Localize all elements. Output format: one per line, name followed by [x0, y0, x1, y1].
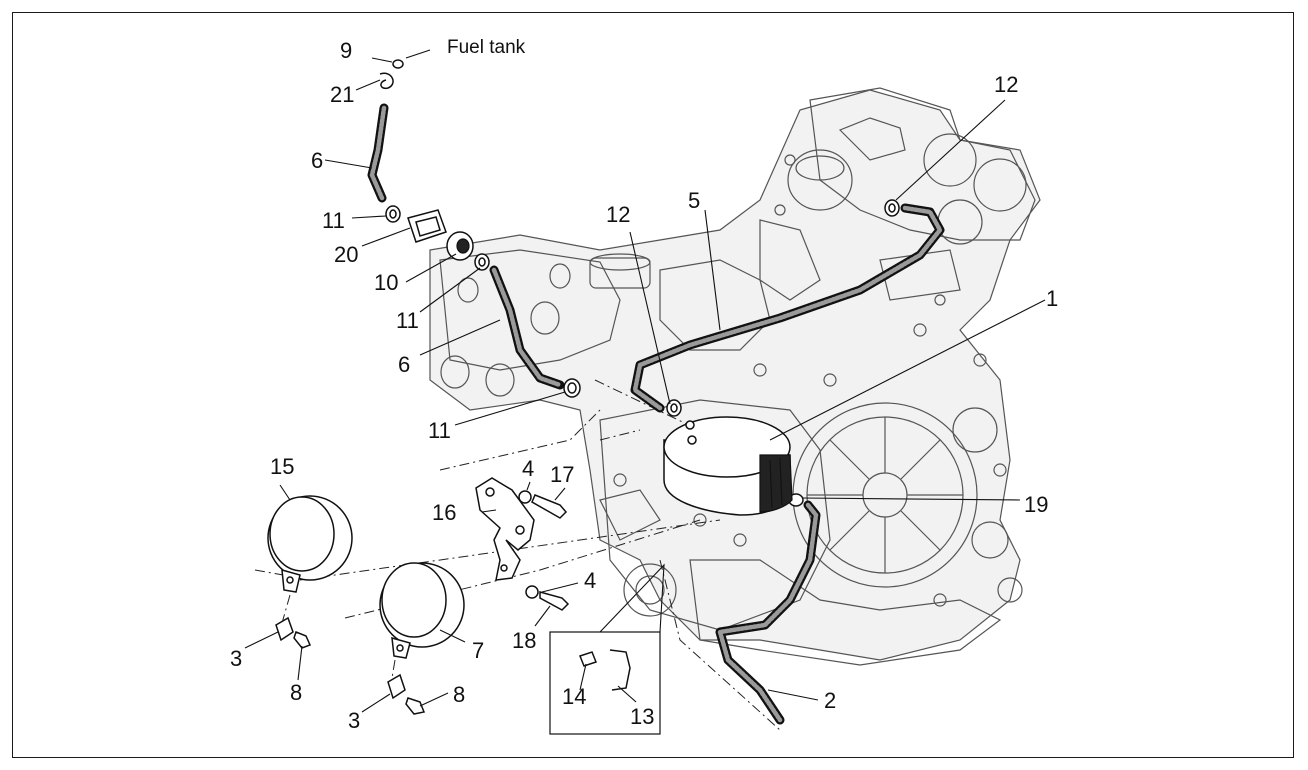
callout-9: 9 — [340, 38, 353, 63]
callout-4: 4 — [522, 456, 535, 481]
callout-5: 5 — [688, 188, 701, 213]
callout-12: 12 — [994, 72, 1019, 97]
fuel-tank-label: Fuel tank — [447, 37, 526, 58]
callout-2: 2 — [824, 688, 837, 713]
callout-8: 8 — [453, 682, 466, 707]
callout-1: 1 — [1046, 286, 1059, 311]
callout-17: 17 — [550, 462, 575, 487]
callout-21: 21 — [330, 82, 355, 107]
callout-6: 6 — [398, 352, 411, 377]
callout-3: 3 — [230, 646, 243, 671]
callout-19: 19 — [1024, 492, 1049, 517]
detail-inset — [549, 563, 665, 735]
leader-lines — [244, 49, 1046, 713]
callout-14: 14 — [562, 684, 587, 709]
callout-11: 11 — [428, 418, 451, 443]
components — [267, 59, 900, 715]
engine-block — [429, 87, 1041, 666]
clamp-15 — [267, 495, 353, 593]
callout-16: 16 — [432, 500, 457, 525]
callout-6: 6 — [311, 148, 324, 173]
callout-11: 11 — [322, 208, 345, 233]
callout-15: 15 — [270, 454, 295, 479]
fuel-hoses — [367, 103, 945, 725]
callout-11: 11 — [396, 308, 419, 333]
callout-12: 12 — [606, 202, 631, 227]
callout-8: 8 — [290, 680, 303, 705]
callout-13: 13 — [630, 704, 655, 729]
callout-10: 10 — [374, 270, 399, 295]
callout-7: 7 — [472, 638, 485, 663]
callout-3: 3 — [348, 708, 361, 733]
fuel-filter — [663, 416, 793, 516]
clamp-7 — [379, 562, 465, 659]
callout-18: 18 — [512, 628, 537, 653]
callout-20: 20 — [334, 242, 359, 267]
callout-4: 4 — [584, 568, 597, 593]
